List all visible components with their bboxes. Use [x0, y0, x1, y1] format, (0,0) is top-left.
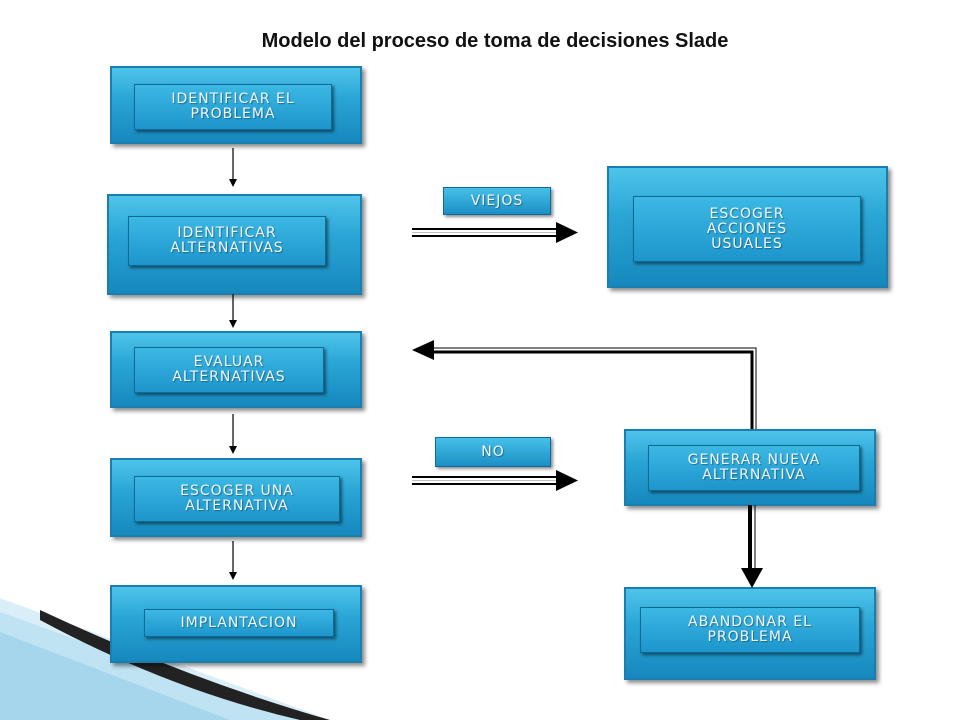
box-identificar-alternativas-label: IDENTIFICAR ALTERNATIVAS: [170, 225, 284, 256]
arrow-viejos: [412, 222, 578, 243]
box-generar-nueva-alternativa[interactable]: GENERAR NUEVA ALTERNATIVA: [624, 429, 876, 506]
box-escoger-acciones-usuales-label: ESCOGER ACCIONES USUALES: [706, 205, 788, 252]
box-implantacion[interactable]: IMPLANTACION: [110, 585, 362, 663]
box-escoger-una-alternativa[interactable]: ESCOGER UNA ALTERNATIVA: [110, 458, 362, 537]
box-identificar-problema[interactable]: IDENTIFICAR EL PROBLEMA: [110, 66, 362, 144]
arrow-generar-to-abandonar: [741, 505, 763, 588]
box-identificar-alternativas[interactable]: IDENTIFICAR ALTERNATIVAS: [107, 194, 362, 295]
box-implantacion-label: IMPLANTACION: [180, 614, 298, 631]
box-escoger-acciones-usuales[interactable]: ESCOGER ACCIONES USUALES: [607, 166, 888, 288]
box-abandonar-problema[interactable]: ABANDONAR EL PROBLEMA: [624, 587, 876, 680]
box-evaluar-alternativas[interactable]: EVALUAR ALTERNATIVAS: [110, 331, 362, 408]
arrow-feedback-to-evaluar: [412, 340, 757, 429]
tag-no: NO: [435, 437, 551, 467]
tag-viejos: VIEJOS: [443, 187, 551, 215]
arrow-no: [412, 470, 578, 491]
box-identificar-problema-label: IDENTIFICAR EL PROBLEMA: [171, 91, 295, 122]
box-generar-nueva-alternativa-label: GENERAR NUEVA ALTERNATIVA: [687, 452, 821, 483]
box-abandonar-problema-label: ABANDONAR EL PROBLEMA: [688, 614, 812, 645]
box-evaluar-alternativas-label: EVALUAR ALTERNATIVAS: [172, 354, 286, 385]
page-title: Modelo del proceso de toma de decisiones…: [261, 30, 729, 52]
box-escoger-una-alternativa-label: ESCOGER UNA ALTERNATIVA: [180, 483, 294, 514]
